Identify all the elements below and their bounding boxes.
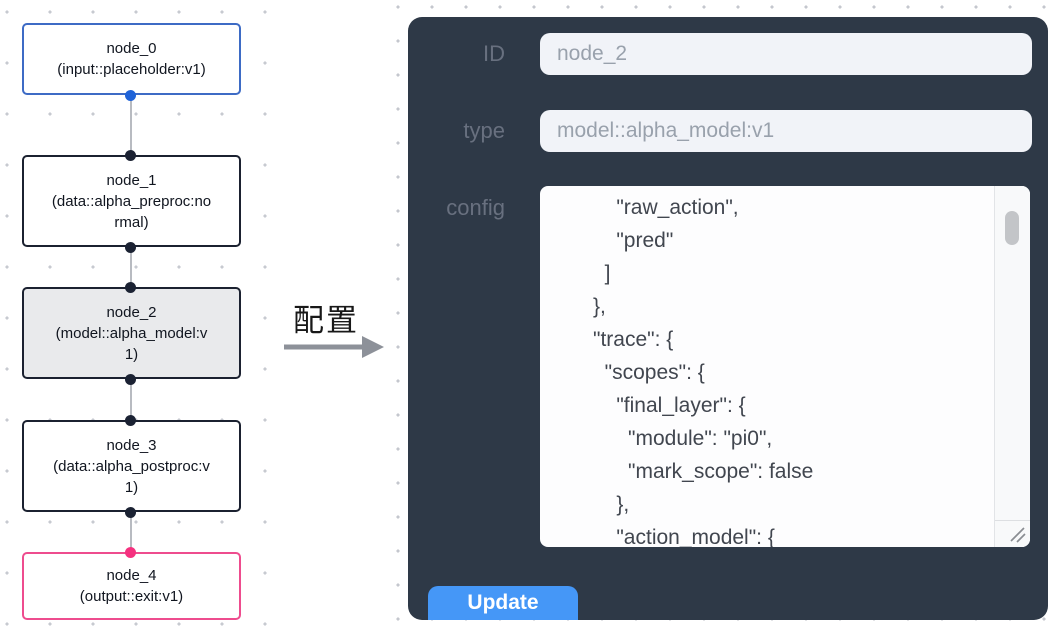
handle-node_2-target[interactable] bbox=[125, 281, 136, 293]
node-node_0[interactable]: node_0 (input::placeholder:v1) bbox=[22, 23, 241, 95]
node-subtitle: (data::alpha_postproc:v1) bbox=[53, 457, 210, 496]
handle-node_2-source[interactable] bbox=[125, 373, 136, 385]
handle-node_3-source[interactable] bbox=[125, 506, 136, 518]
node-node_2[interactable]: node_2 (model::alpha_model:v1) bbox=[22, 287, 241, 379]
handle-node_0-source[interactable] bbox=[125, 89, 136, 101]
node-node_4[interactable]: node_4 (output::exit:v1) bbox=[22, 552, 241, 620]
config-textarea[interactable]: "raw_action", "pred" ] }, "trace": { "sc… bbox=[540, 186, 1030, 547]
id-input[interactable] bbox=[540, 33, 1032, 75]
annotation-area: 配置 bbox=[270, 0, 394, 643]
config-scrollbar[interactable] bbox=[994, 186, 1030, 547]
node-node_3[interactable]: node_3 (data::alpha_postproc:v1) bbox=[22, 420, 241, 512]
edge-node_3-node_4[interactable] bbox=[129, 512, 132, 552]
node-subtitle: (model::alpha_model:v1) bbox=[55, 324, 208, 363]
config-scroll-corner bbox=[995, 520, 1030, 547]
right-arrow-icon bbox=[284, 336, 384, 358]
node-title: node_3 bbox=[106, 436, 157, 454]
node-title: node_4 bbox=[106, 567, 157, 584]
node-node_1[interactable]: node_1 (data::alpha_preproc:normal) bbox=[22, 155, 241, 247]
node-title: node_2 bbox=[106, 303, 157, 321]
handle-node_1-target[interactable] bbox=[125, 149, 136, 161]
config-json-text[interactable]: "raw_action", "pred" ] }, "trace": { "sc… bbox=[593, 196, 814, 547]
type-label: type bbox=[463, 118, 505, 143]
flow-canvas[interactable]: node_0 (input::placeholder:v1) node_1 (d… bbox=[0, 0, 270, 643]
handle-node_1-source[interactable] bbox=[125, 241, 136, 253]
edge-node_1-node_2[interactable] bbox=[129, 247, 132, 287]
type-input[interactable] bbox=[540, 110, 1032, 152]
update-button[interactable]: Update bbox=[428, 586, 578, 620]
resize-handle-icon[interactable] bbox=[1009, 526, 1027, 544]
id-label: ID bbox=[483, 41, 505, 66]
node-subtitle: (input::placeholder:v1) bbox=[57, 61, 206, 78]
node-title: node_0 bbox=[106, 40, 157, 57]
handle-node_3-target[interactable] bbox=[125, 414, 136, 426]
edge-node_0-node_1[interactable] bbox=[129, 95, 132, 155]
handle-node_4-target[interactable] bbox=[125, 546, 136, 558]
edge-node_2-node_3[interactable] bbox=[129, 379, 132, 420]
config-scrollbar-thumb[interactable] bbox=[1005, 211, 1019, 245]
config-panel: ID type config "raw_action", "pred" ] },… bbox=[408, 17, 1048, 620]
config-label: config bbox=[446, 195, 505, 220]
annotation-label: 配置 bbox=[293, 303, 359, 338]
node-subtitle: (output::exit:v1) bbox=[79, 588, 184, 605]
node-subtitle: (data::alpha_preproc:normal) bbox=[51, 192, 212, 231]
node-title: node_1 bbox=[106, 171, 157, 189]
